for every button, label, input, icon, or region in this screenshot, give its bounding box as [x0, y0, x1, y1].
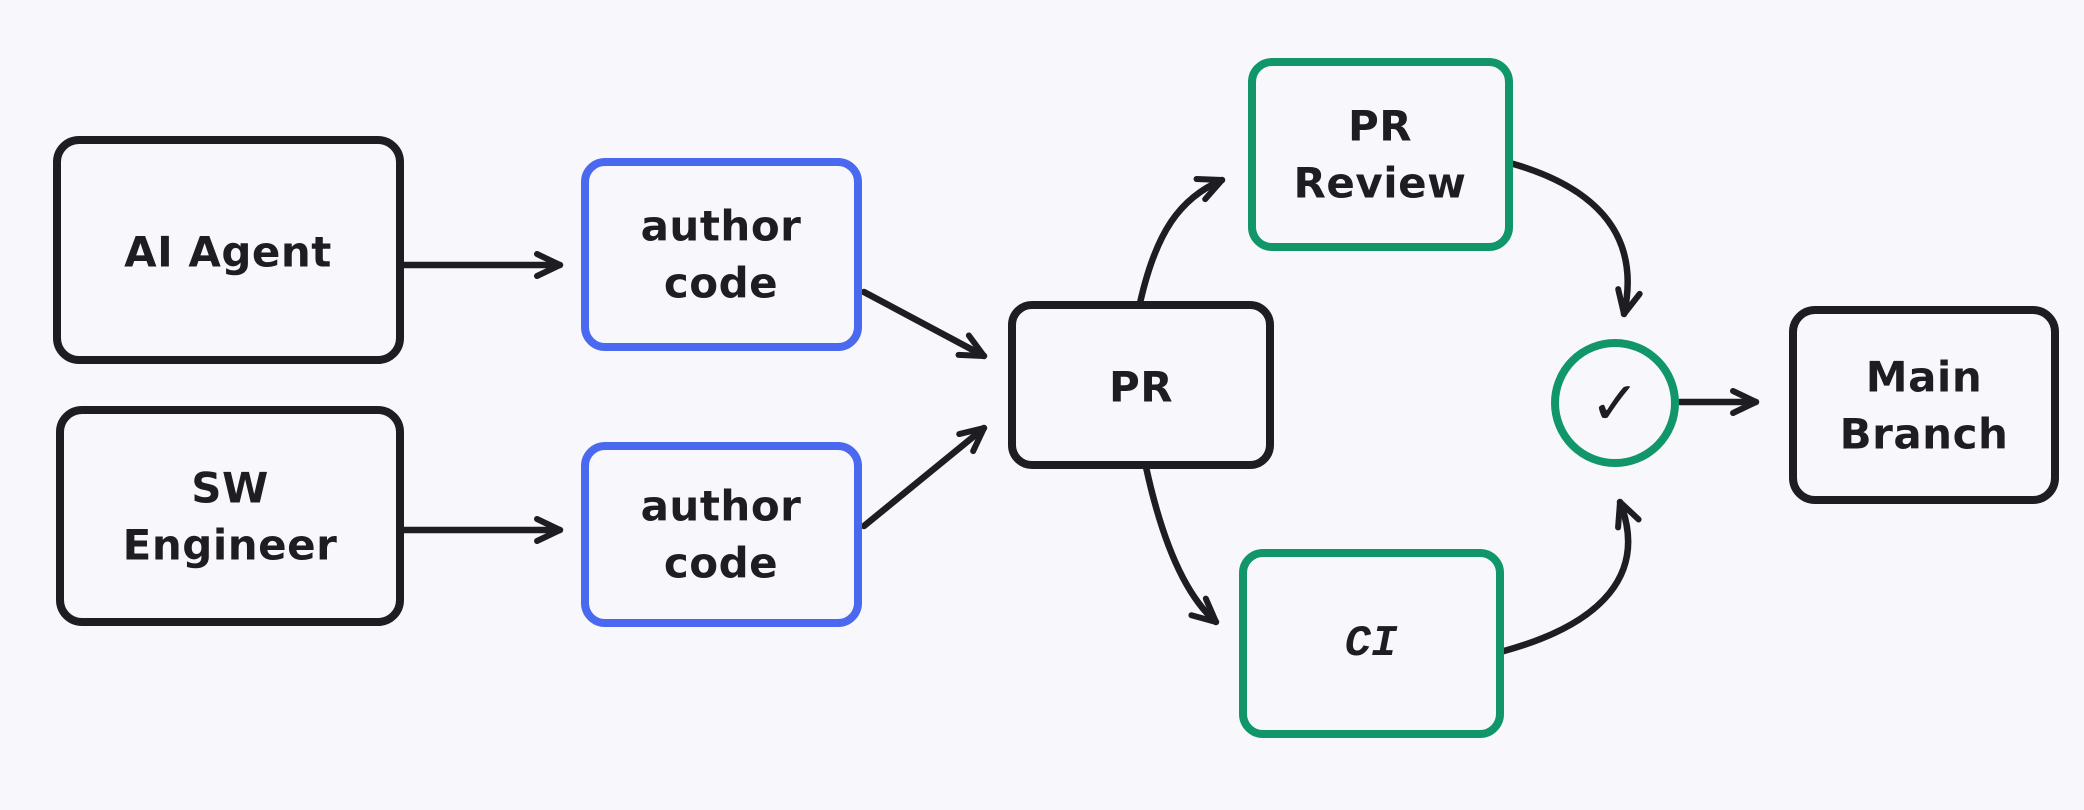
author-code-2-label-line1: author: [641, 482, 802, 531]
sw-engineer-label-line2: Engineer: [123, 521, 338, 570]
node-ai-agent: AI Agent: [53, 136, 404, 364]
ci-label: CI: [1345, 619, 1398, 669]
node-ci: CI: [1239, 549, 1504, 738]
pr-review-label-line1: PR: [1348, 102, 1412, 151]
edge-layer: [400, 159, 1760, 655]
node-pr: PR: [1008, 301, 1274, 469]
ai-agent-label: AI Agent: [124, 228, 332, 277]
main-branch-box: [1789, 306, 2059, 504]
ci-box: [1239, 549, 1504, 738]
pr-label: PR: [1109, 363, 1173, 412]
node-pr-review: PR Review: [1248, 58, 1513, 251]
arrow-pr-to-ci: [1142, 463, 1220, 626]
node-main-branch: Main Branch: [1789, 306, 2059, 504]
author-code-1-box: [581, 158, 862, 351]
approval-circle: [1551, 339, 1679, 467]
node-author-code-2: author code: [581, 442, 862, 627]
arrow-ci-to-check: [1500, 498, 1642, 655]
arrow-author-code-1-to-pr: [860, 288, 988, 360]
pr-review-box: [1248, 58, 1513, 251]
arrow-author-code-2-to-pr: [860, 424, 988, 530]
node-sw-engineer: SW Engineer: [56, 406, 404, 626]
author-code-2-label-line2: code: [664, 539, 778, 588]
main-branch-label-line2: Branch: [1840, 410, 2009, 459]
author-code-1-label-line2: code: [664, 259, 778, 308]
author-code-1-label-line1: author: [641, 202, 802, 251]
node-author-code-1: author code: [581, 158, 862, 351]
pr-review-label-line2: Review: [1294, 159, 1467, 208]
main-branch-label-line1: Main: [1866, 353, 1982, 402]
author-code-2-box: [581, 442, 862, 627]
pr-box: [1008, 301, 1274, 469]
sw-engineer-box: [56, 406, 404, 626]
node-approval-check: ✓: [1551, 339, 1679, 467]
arrow-pr-to-pr-review: [1136, 175, 1226, 307]
ai-agent-box: [53, 136, 404, 364]
arrow-pr-review-to-check: [1506, 159, 1643, 318]
check-icon: ✓: [1590, 369, 1640, 439]
sw-engineer-label-line1: SW: [191, 464, 269, 513]
